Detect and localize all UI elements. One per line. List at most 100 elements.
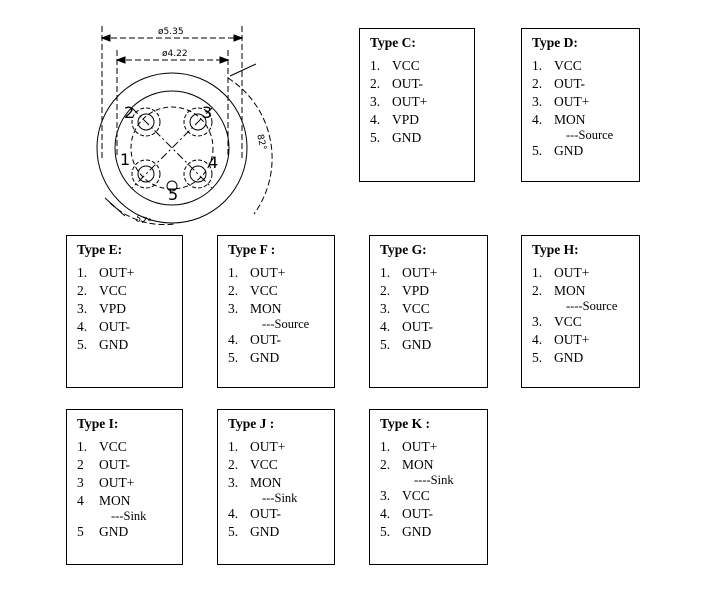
pin-number: 1. [370, 58, 381, 73]
pin-item: 1.OUT+ [77, 264, 134, 282]
pin-label-3: 3 [202, 103, 212, 122]
angle-right-label: 82° [254, 133, 267, 151]
pin-number: 2. [228, 457, 239, 472]
pin-number: 3. [532, 314, 543, 329]
pin-item: 1.OUT+ [228, 264, 309, 282]
pin-item: 2.OUT- [370, 75, 427, 93]
pin-number: 4 [77, 493, 84, 508]
pin-item: 3.VCC [380, 300, 437, 318]
pin-item: 2.VCC [228, 456, 297, 474]
pin-item: 1.VCC [532, 57, 613, 75]
pin-item: 3.VCC [380, 487, 454, 505]
pin-signal: VCC [250, 283, 278, 298]
pin-signal: GND [554, 143, 584, 158]
pin-direction: ----Source [566, 299, 618, 313]
pin-signal: OUT- [554, 76, 586, 91]
pin-signal: MON [99, 493, 131, 508]
pin-number: 2. [380, 457, 391, 472]
type-title: Type I: [77, 416, 119, 431]
pin-signal: GND [554, 350, 584, 365]
pin-item: 3.MON---Sink [228, 474, 297, 505]
pin-signal: OUT+ [554, 94, 590, 109]
pin-item: 5.GND [370, 129, 427, 147]
pin-number: 3. [77, 301, 88, 316]
pin-signal: OUT- [402, 506, 434, 521]
pin-item: 4.OUT- [380, 318, 437, 336]
pin-number: 5. [532, 143, 543, 158]
type-title: Type C: [370, 35, 416, 50]
pin-signal: GND [99, 337, 129, 352]
pin-item: 2.MON----Source [532, 282, 617, 313]
pin-number: 5. [228, 350, 239, 365]
type-title: Type F : [228, 242, 276, 257]
pin-number: 2. [77, 283, 88, 298]
pin-number: 1. [77, 439, 88, 454]
pin-number: 4. [532, 332, 543, 347]
pin-signal: MON [250, 301, 282, 316]
type-title: Type E: [77, 242, 123, 257]
dimension-outer-label: ø5.35 [158, 27, 184, 37]
pin-item: 4.MON---Source [532, 111, 613, 142]
pin-signal: GND [402, 337, 432, 352]
type-title: Type G: [380, 242, 427, 257]
pin-signal: GND [402, 524, 432, 539]
pin-signal: OUT+ [554, 332, 590, 347]
pin-number: 2 [77, 457, 84, 472]
pin-item: 2 OUT- [77, 456, 146, 474]
pin-number: 2. [370, 76, 381, 91]
pin-number: 5. [370, 130, 381, 145]
pin-signal: VCC [99, 283, 127, 298]
pin-signal: OUT- [99, 457, 131, 472]
pin-number: 5 [77, 524, 84, 539]
pin-number: 3. [532, 94, 543, 109]
pin-number: 1. [380, 265, 391, 280]
pin-signal: OUT+ [554, 265, 590, 280]
pin-direction: ----Sink [414, 473, 454, 487]
pin-item: 3.OUT+ [370, 93, 427, 111]
pin-number: 5. [228, 524, 239, 539]
pin-item: 5.GND [380, 523, 454, 541]
pin-number: 1. [77, 265, 88, 280]
pin-number: 4. [532, 112, 543, 127]
pin-item: 5. GND [532, 142, 613, 160]
pin-signal: VCC [554, 58, 582, 73]
pin-number: 5. [532, 350, 543, 365]
pin-signal: OUT+ [250, 265, 286, 280]
pin-signal: OUT+ [99, 475, 135, 490]
pin-label-4: 4 [208, 153, 218, 172]
pin-item: 4.OUT- [228, 505, 297, 523]
pin-label-1: 1 [120, 150, 130, 169]
pin-item: 1. OUT+ [380, 264, 437, 282]
pin-item: 5.GND [380, 336, 437, 354]
type-title: Type H: [532, 242, 579, 257]
pin-number: 3. [228, 301, 239, 316]
pin-signal: VPD [392, 112, 420, 127]
dimension-inner-label: ø4.22 [162, 49, 188, 59]
pin-signal: OUT- [250, 332, 282, 347]
pin-item: 3.VCC [532, 313, 617, 331]
pin-item: 2.OUT- [532, 75, 613, 93]
pin-signal: VCC [392, 58, 420, 73]
pin-number: 1. [228, 439, 239, 454]
pin-direction: ---Sink [262, 491, 298, 505]
type-title: Type D: [532, 35, 578, 50]
pin-item: 3.MON---Source [228, 300, 309, 331]
pin-item: 4.OUT- [380, 505, 454, 523]
pin-signal: OUT+ [402, 265, 438, 280]
pin-label-2: 2 [124, 103, 134, 122]
